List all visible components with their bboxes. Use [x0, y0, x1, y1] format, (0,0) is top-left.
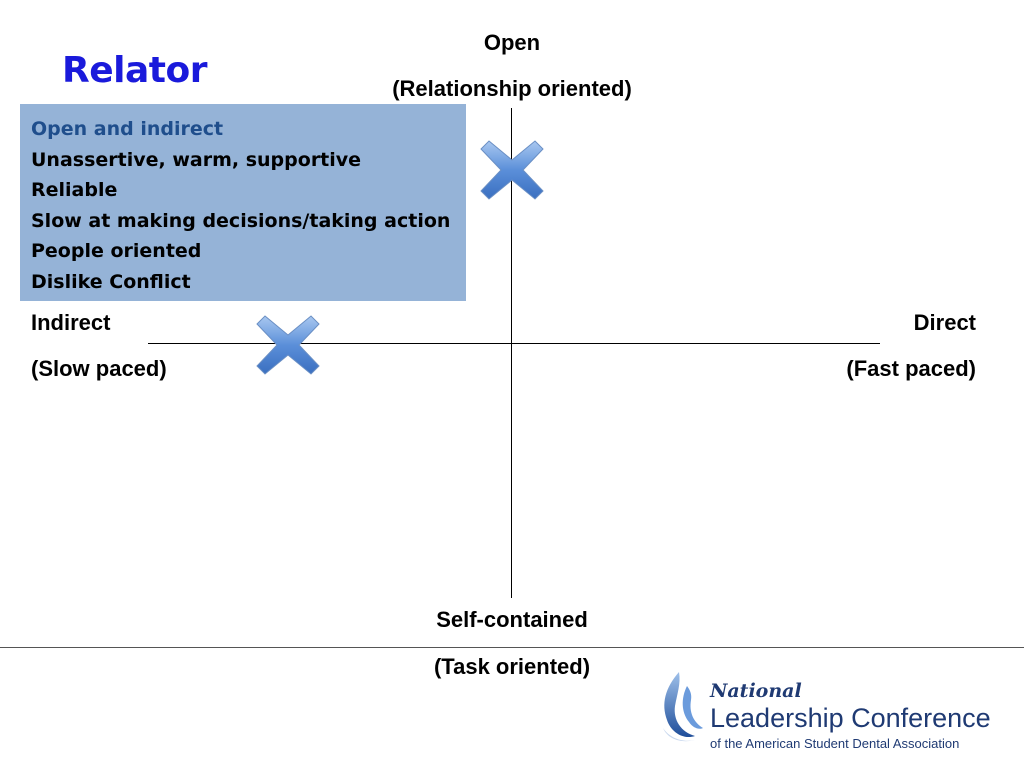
footer-divider	[0, 647, 1024, 648]
info-line: Dislike Conflict	[31, 270, 191, 293]
slide-title: Relator	[62, 50, 207, 91]
axis-left-label: Indirect	[31, 310, 111, 335]
info-line: People oriented	[31, 240, 202, 263]
info-line: Unassertive, warm, supportive	[31, 148, 362, 171]
x-mark-icon	[480, 140, 544, 200]
nlc-logo: National Leadership Conference of the Am…	[657, 668, 1002, 758]
logo-line-national: National	[710, 680, 802, 702]
info-heading: Open and indirect	[31, 118, 224, 140]
axis-left-sublabel: (Slow paced)	[31, 356, 167, 381]
axis-right-sublabel: (Fast paced)	[846, 356, 976, 381]
axis-top-sublabel: (Relationship oriented)	[392, 76, 632, 101]
axis-bottom-label: Self-contained	[436, 607, 588, 632]
info-line: Reliable	[31, 179, 118, 202]
x-mark-icon	[256, 315, 320, 375]
info-line: Slow at making decisions/taking action	[31, 209, 451, 232]
horizontal-axis	[148, 343, 880, 344]
vertical-axis	[511, 108, 512, 598]
relator-info-box: Open and indirect Unassertive, warm, sup…	[20, 104, 466, 301]
flame-icon	[663, 672, 703, 742]
logo-line-sub: of the American Student Dental Associati…	[710, 736, 960, 751]
axis-right-label: Direct	[913, 310, 976, 335]
axis-top-label: Open	[483, 30, 541, 55]
logo-line-main: Leadership Conference	[710, 703, 991, 733]
axis-bottom-sublabel: (Task oriented)	[433, 654, 591, 679]
